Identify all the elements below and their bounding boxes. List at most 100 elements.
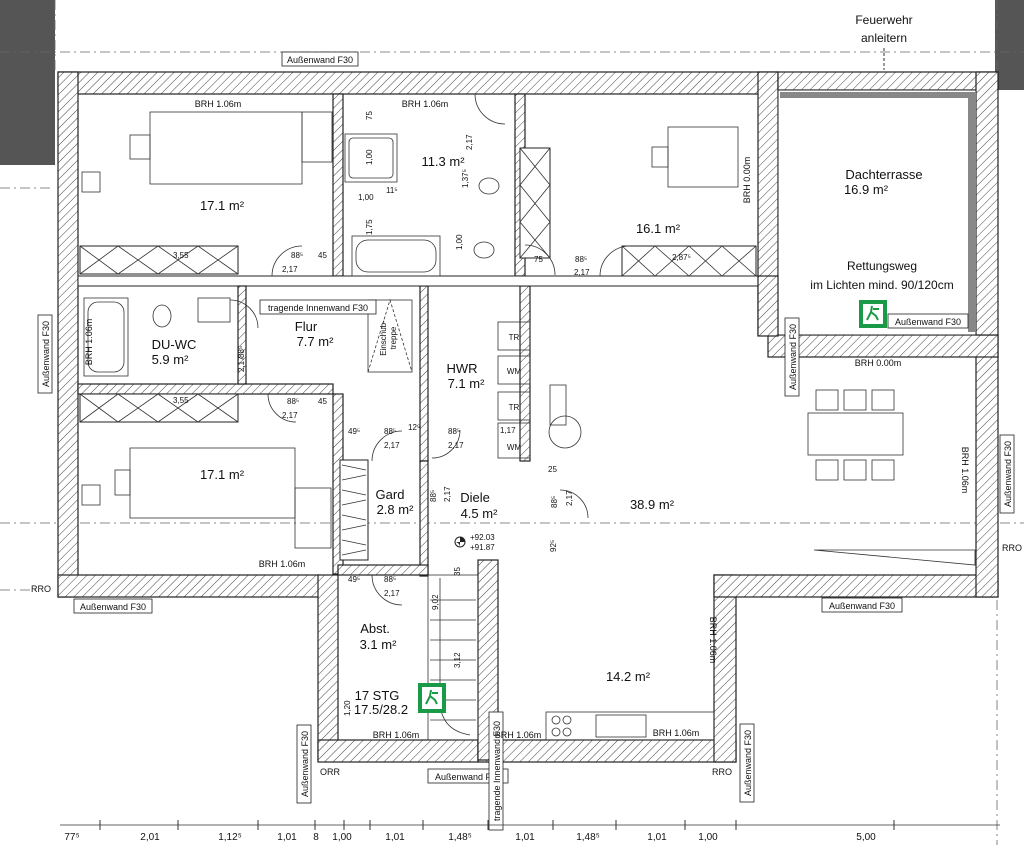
name-dwc: DU-WC [152,337,197,352]
dim-bed1-45: 45 [318,251,327,260]
fire-access-line2: anleitern [861,31,907,45]
area-diele: 4.5 m² [461,506,499,521]
escape-route-line1: Rettungsweg [847,259,917,273]
area-dwc: 5.9 m² [152,352,190,367]
dim-bed3-door-h: 2,17 [574,268,590,277]
dim-bath-75: 75 [534,255,543,264]
tag-aussenwand-terrace: Außenwand F30 [895,317,961,327]
name-terrace: Dachterrasse [845,167,922,182]
dryer-label-1: TR [509,333,520,342]
washer-label-1: WM [507,367,522,376]
dim-hwr-125: 12⁵ [408,423,420,432]
room-labels: 17.1 m² 11.3 m² 16.1 m² Dachterrasse 16.… [152,154,954,717]
bottom-dim-label: 1,48⁵ [448,832,472,843]
tag-aussenwand-terrace-v: Außenwand F30 [788,324,798,390]
orr-left: ORR [320,767,341,777]
area-bathroom: 11.3 m² [421,154,465,169]
bed-furniture [81,111,739,549]
dim-gard-door-w: 88⁵ [384,427,396,436]
attic-ladder-label2: treppe [389,326,398,349]
dim-abst-door-w: 88⁵ [384,575,396,584]
brh-kitchen-2: BRH 1.06m [653,728,700,738]
dim-gard-door-h: 2,17 [384,441,400,450]
area-bedroom-3: 16.1 m² [636,221,681,236]
dim-living-door-w: 88⁵ [550,496,559,508]
brh-living-v: BRH 1.06m [960,447,970,494]
fire-access-line1: Feuerwehr [855,13,912,27]
tag-aussenwand-bottom: Außenwand F30 [435,772,501,782]
dim-hwr-117: 1,17 [500,426,516,435]
dim-door-bed1-h: 2,17 [282,265,298,274]
bottom-dim-label: 77⁵ [64,832,79,843]
rro-left: RRO [31,584,51,594]
tag-tragende-innenwand-vertical: tragende Innenwand F30 [492,721,502,821]
bottom-dim-label: 8 [313,832,319,843]
tag-tragende-innenwand: tragende Innenwand F30 [268,303,368,313]
dimensions: 88⁵ 2,17 45 3,55 3,55 88⁵ 2,17 45 49⁵ 88… [173,111,691,716]
dim-abst-495: 49⁵ [348,575,360,584]
dim-bath-1375: 1,37⁵ [461,169,470,188]
dim-bath-100-v2: 1,00 [455,234,464,250]
neighbor-building-left [0,0,55,165]
tag-aussenwand-bottom-right: Außenwand F30 [829,601,895,611]
dim-diele-door-w: 88⁵ [429,490,438,502]
stairs-dims: 17.5/28.2 [354,702,408,717]
name-gard: Gard [376,487,405,502]
name-flur: Flur [295,319,318,334]
rro-right: RRO [1002,543,1022,553]
dim-diele-door-h: 2,17 [443,486,452,502]
bottom-dim-label: 1,00 [332,832,352,843]
area-hwr: 7.1 m² [448,376,486,391]
door-swings [229,93,631,606]
stairs-count: 17 STG [355,688,400,703]
dim-stairs-35: 35 [453,567,462,576]
dim-gard-495: 49⁵ [348,427,360,436]
dim-living-925: 92⁵ [549,540,558,552]
brh-bed2: BRH 1.06m [259,559,306,569]
dining-table [807,389,976,566]
brh-bed1: BRH 1.06m [195,99,242,109]
brh-dwc: BRH 1.06m [84,319,94,366]
dim-stairs-120: 1,20 [343,700,352,716]
dim-bath-75-v: 75 [365,111,374,120]
dim-dwc-door-w: 88⁵ [237,346,246,358]
dim-living-25: 25 [548,465,557,474]
escape-route-line2: im Lichten mind. 90/120cm [810,278,953,292]
area-flur: 7.7 m² [297,334,335,349]
dim-closet-2: 3,55 [173,396,189,405]
bath-fixtures [83,133,500,377]
tag-aussenwand-stairs: Außenwand F30 [300,731,310,797]
tag-aussenwand-kitchen: Außenwand F30 [743,730,753,796]
attic-ladder [367,298,413,373]
dim-living-door-h: 2,17 [565,490,574,506]
dim-bath-door-h: 2,17 [465,134,474,150]
area-bedroom-1: 17.1 m² [200,198,245,213]
area-terrace: 16.9 m² [844,182,889,197]
bottom-dim-label: 1,00 [698,832,718,843]
name-hwr: HWR [446,361,477,376]
bottom-dim-label: 1,48⁵ [576,832,600,843]
level-top: +92.03 [470,533,495,542]
exit-sign-icon [859,300,887,328]
built-in-closets [79,147,757,561]
bottom-dim-label: 1,01 [647,832,667,843]
dim-bath-100: 1,00 [358,193,374,202]
name-diele: Diele [460,490,490,505]
dim-bath-100-v: 1,00 [365,149,374,165]
tag-aussenwand-top: Außenwand F30 [287,55,353,65]
bottom-dim-label: 1,12⁵ [218,832,242,843]
name-abst: Abst. [360,621,390,636]
wall-tags: Außenwand F30 Außenwand F30 Außenwand F3… [37,51,1015,831]
dim-hwr-door-h: 2,17 [448,441,464,450]
tag-aussenwand-right: Außenwand F30 [1003,441,1013,507]
kitchen-counter [545,711,715,741]
brh-living: BRH 0.00m [855,358,902,368]
brh-bed3: BRH 0.00m [742,157,752,204]
attic-ladder-label1: Einschub- [379,320,388,356]
dim-door-bed2-w: 88⁵ [287,397,299,406]
dim-bath-115: 11⁵ [386,186,398,195]
dim-stairs-312: 3,12 [453,652,462,668]
dim-abst-door-h: 2,17 [384,589,400,598]
